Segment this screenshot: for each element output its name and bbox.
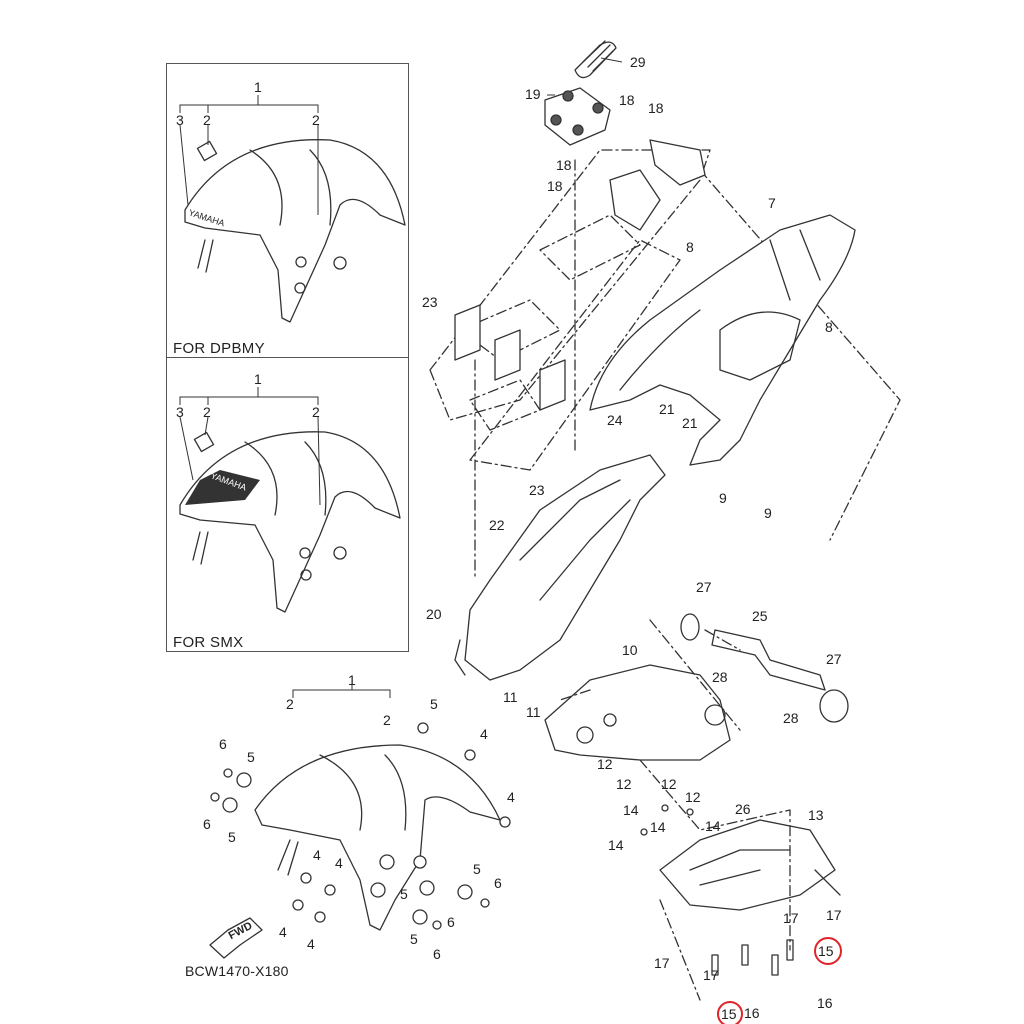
callout-18: 18 <box>547 178 563 194</box>
bracket-part-19 <box>544 87 611 146</box>
callout-28: 28 <box>712 669 728 685</box>
inset-callout-2: 2 <box>203 404 211 420</box>
bracket-part-25 <box>711 629 826 691</box>
callout-4: 4 <box>313 847 321 863</box>
inset-callout-1: 1 <box>254 371 262 387</box>
callout-12: 12 <box>685 789 701 805</box>
callout-5: 5 <box>410 931 418 947</box>
callout-5: 5 <box>430 696 438 712</box>
inset-callout-3: 3 <box>176 112 184 128</box>
callout-10: 10 <box>622 642 638 658</box>
callout-9: 9 <box>719 490 727 506</box>
inset-callout-lines <box>179 57 623 698</box>
callout-2: 2 <box>383 712 391 728</box>
callout-2: 2 <box>286 696 294 712</box>
monster-decal <box>185 470 260 505</box>
callout-27: 27 <box>826 651 842 667</box>
callout-23: 23 <box>422 294 438 310</box>
callout-17: 17 <box>826 907 842 923</box>
inset-callout-2: 2 <box>312 404 320 420</box>
callout-5: 5 <box>473 861 481 877</box>
callout-18: 18 <box>648 100 664 116</box>
inset-callout-1: 1 <box>254 79 262 95</box>
inset-box-dpbmy <box>166 63 409 358</box>
callout-5: 5 <box>400 886 408 902</box>
callout-21: 21 <box>659 401 675 417</box>
grab-grip-part-29 <box>574 40 617 79</box>
inset-box-smx <box>166 357 409 652</box>
callout-18: 18 <box>556 157 572 173</box>
inset-callout-3: 3 <box>176 404 184 420</box>
callout-15-highlighted: 15 <box>721 1006 737 1022</box>
callout-12: 12 <box>661 776 677 792</box>
callout-14: 14 <box>705 818 721 834</box>
reflector-part-27a <box>680 613 700 641</box>
callout-4: 4 <box>307 936 315 952</box>
callout-18: 18 <box>619 92 635 108</box>
callout-1: 1 <box>348 672 356 688</box>
callout-6: 6 <box>494 875 502 891</box>
callout-27: 27 <box>696 579 712 595</box>
callout-21: 21 <box>682 415 698 431</box>
front-fasteners <box>210 722 511 930</box>
inset-caption-dpbmy: FOR DPBMY <box>173 340 265 357</box>
callout-8: 8 <box>686 239 694 255</box>
seat-cowl-part-7 <box>589 214 856 466</box>
callout-6: 6 <box>447 914 455 930</box>
callout-25: 25 <box>752 608 768 624</box>
diagram-code: BCW1470-X180 <box>185 963 289 979</box>
callout-14: 14 <box>650 819 666 835</box>
callout-15-highlighted: 15 <box>818 943 834 959</box>
callout-14: 14 <box>608 837 624 853</box>
callout-24: 24 <box>607 412 623 428</box>
callout-6: 6 <box>433 946 441 962</box>
callout-11: 11 <box>526 704 541 720</box>
callout-17: 17 <box>654 955 670 971</box>
callout-4: 4 <box>480 726 488 742</box>
callout-29: 29 <box>630 54 646 70</box>
leader-lines <box>559 619 791 1001</box>
callout-7: 7 <box>768 195 776 211</box>
front-fender-part-1 <box>254 744 501 931</box>
callout-22: 22 <box>489 517 505 533</box>
callout-5: 5 <box>228 829 236 845</box>
callout-6: 6 <box>203 816 211 832</box>
callout-17: 17 <box>703 967 719 983</box>
inset-callout-2: 2 <box>203 112 211 128</box>
callout-14: 14 <box>623 802 639 818</box>
callout-4: 4 <box>279 924 287 940</box>
highlight-circles <box>717 937 842 1024</box>
callout-9: 9 <box>764 505 772 521</box>
callout-28: 28 <box>783 710 799 726</box>
callout-13: 13 <box>808 807 824 823</box>
callout-26: 26 <box>735 801 751 817</box>
rear-frame-brackets <box>454 139 706 411</box>
reflector-part-27b <box>819 689 849 723</box>
callout-11: 11 <box>503 689 518 705</box>
callout-23: 23 <box>529 482 545 498</box>
callout-20: 20 <box>426 606 442 622</box>
tail-housing-part-10 <box>544 664 731 761</box>
inset-callout-2: 2 <box>312 112 320 128</box>
callout-16: 16 <box>817 995 833 1011</box>
callout-6: 6 <box>219 736 227 752</box>
callout-5: 5 <box>247 749 255 765</box>
inset-fender-dpbmy <box>184 139 406 323</box>
callout-8: 8 <box>825 319 833 335</box>
callout-17: 17 <box>783 910 799 926</box>
callout-16: 16 <box>744 1005 760 1021</box>
license-bracket-part-13 <box>659 819 841 911</box>
callout-4: 4 <box>335 855 343 871</box>
callout-12: 12 <box>597 756 613 772</box>
inset-caption-smx: FOR SMX <box>173 634 244 651</box>
rear-fender-part-20 <box>454 454 666 681</box>
callout-19: 19 <box>525 86 541 102</box>
fwd-arrow <box>209 917 263 959</box>
callout-12: 12 <box>616 776 632 792</box>
callout-4: 4 <box>507 789 515 805</box>
